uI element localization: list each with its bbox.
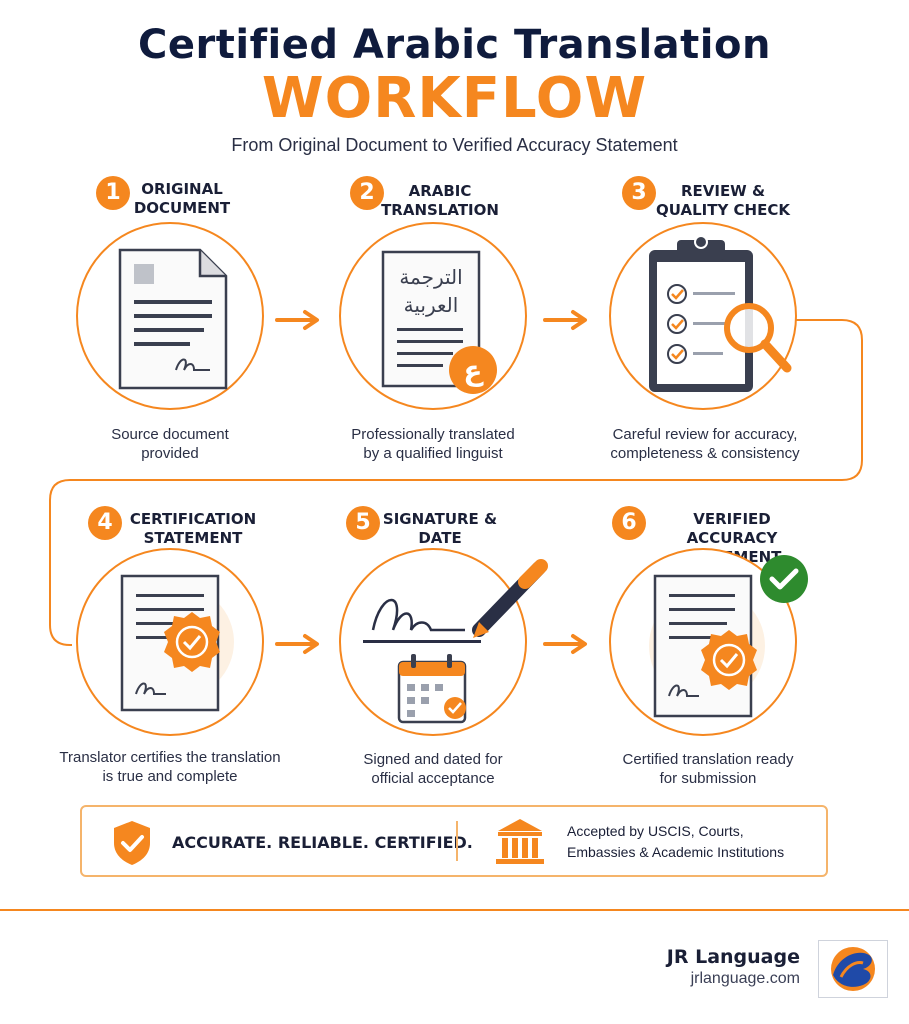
- document-icon: [118, 248, 228, 390]
- step-title: CERTIFICATION STATEMENT: [128, 510, 258, 548]
- step-title-line: CERTIFICATION: [129, 510, 257, 528]
- step-number-badge: 1: [96, 176, 130, 210]
- step-description: Signed and dated for official acceptance: [313, 750, 553, 788]
- step-title-line: DATE: [418, 529, 462, 547]
- step-icon-circle: الترجمة العربية ع: [339, 222, 527, 410]
- page-title: Certified Arabic Translation: [138, 22, 771, 68]
- arabic-letter-badge: ع: [463, 354, 484, 387]
- brand-logo: [818, 940, 888, 998]
- step-title: ARABIC TRANSLATION: [375, 182, 505, 220]
- arabic-text-line: العربية: [404, 293, 459, 317]
- step-description: Source document provided: [50, 425, 290, 463]
- step-description: Certified translation ready for submissi…: [588, 750, 828, 788]
- arabic-text-line: الترجمة: [399, 265, 462, 289]
- footer-divider: [0, 909, 909, 911]
- step-number-badge: 6: [612, 506, 646, 540]
- step-icon-circle: [609, 222, 797, 410]
- step-title: SIGNATURE & DATE: [380, 510, 500, 548]
- banner-tagline: ACCURATE. RELIABLE. CERTIFIED.: [172, 833, 473, 852]
- page-title-highlight: WORKFLOW: [261, 66, 648, 131]
- clipboard-magnifier-icon: [649, 235, 792, 392]
- step-description-line: Source document: [111, 426, 229, 443]
- step-description-line: Signed and dated for: [363, 751, 503, 768]
- step-description-line: by a qualified linguist: [363, 445, 503, 462]
- step-icon-circle: [76, 222, 264, 410]
- step-number-badge: 3: [622, 176, 656, 210]
- step-title-line: TRANSLATION: [381, 201, 499, 219]
- step-icon-circle: [339, 548, 548, 736]
- certificate-icon: [120, 574, 234, 712]
- step-title: ORIGINAL DOCUMENT: [122, 180, 242, 218]
- step-icon-circle: [76, 548, 264, 736]
- step-description-line: for submission: [659, 770, 757, 787]
- signature-calendar-icon: [363, 559, 548, 724]
- step-number-badge: 5: [346, 506, 380, 540]
- step-title: REVIEW & QUALITY CHECK: [648, 182, 798, 220]
- step-description-line: Professionally translated: [351, 426, 515, 443]
- shield-check-icon: [114, 821, 150, 865]
- banner-accepted-by: Accepted by USCIS, Courts, Embassies & A…: [567, 821, 784, 863]
- step-description-line: Careful review for accuracy,: [612, 426, 798, 443]
- step-title-line: SIGNATURE &: [382, 510, 498, 528]
- step-description-line: completeness & consistency: [610, 445, 800, 462]
- verified-document-icon: [649, 574, 765, 718]
- step-title-line: DOCUMENT: [133, 199, 231, 217]
- step-description-line: is true and complete: [102, 768, 238, 785]
- step-title-line: REVIEW &: [680, 182, 766, 200]
- step-description: Translator certifies the translation is …: [40, 748, 300, 786]
- green-checkmark-icon: [760, 555, 808, 603]
- step-description: Careful review for accuracy, completenes…: [585, 425, 825, 463]
- step-number-badge: 4: [88, 506, 122, 540]
- step-title-line: QUALITY CHECK: [656, 201, 790, 219]
- banner-accepted-line: Embassies & Academic Institutions: [567, 844, 785, 860]
- arrow-right-icon: [543, 310, 587, 330]
- arrow-right-icon: [275, 310, 319, 330]
- step-description-line: Translator certifies the translation: [59, 749, 281, 766]
- trust-banner: ACCURATE. RELIABLE. CERTIFIED. Accepted …: [80, 805, 828, 877]
- step-description-line: official acceptance: [371, 770, 495, 787]
- banner-accepted-line: Accepted by USCIS, Courts,: [567, 823, 744, 839]
- arrow-right-icon: [543, 634, 587, 654]
- step-description-line: provided: [141, 445, 199, 462]
- step-description-line: Certified translation ready: [622, 751, 794, 768]
- step-description: Professionally translated by a qualified…: [313, 425, 553, 463]
- institution-icon: [496, 819, 544, 864]
- brand-name: JR Language: [666, 946, 800, 968]
- step-title-line: ARABIC: [408, 182, 472, 200]
- step-title-line: VERIFIED ACCURACY: [686, 510, 778, 547]
- jr-logo-icon: [831, 947, 875, 991]
- step-number-badge: 2: [350, 176, 384, 210]
- arrow-right-icon: [275, 634, 319, 654]
- step-title-line: ORIGINAL: [141, 180, 223, 198]
- step-title-line: STATEMENT: [143, 529, 243, 547]
- banner-divider: [456, 821, 458, 861]
- brand-url[interactable]: jrlanguage.com: [690, 970, 800, 987]
- page-subtitle: From Original Document to Verified Accur…: [231, 135, 678, 155]
- arabic-document-icon: الترجمة العربية ع: [381, 250, 497, 394]
